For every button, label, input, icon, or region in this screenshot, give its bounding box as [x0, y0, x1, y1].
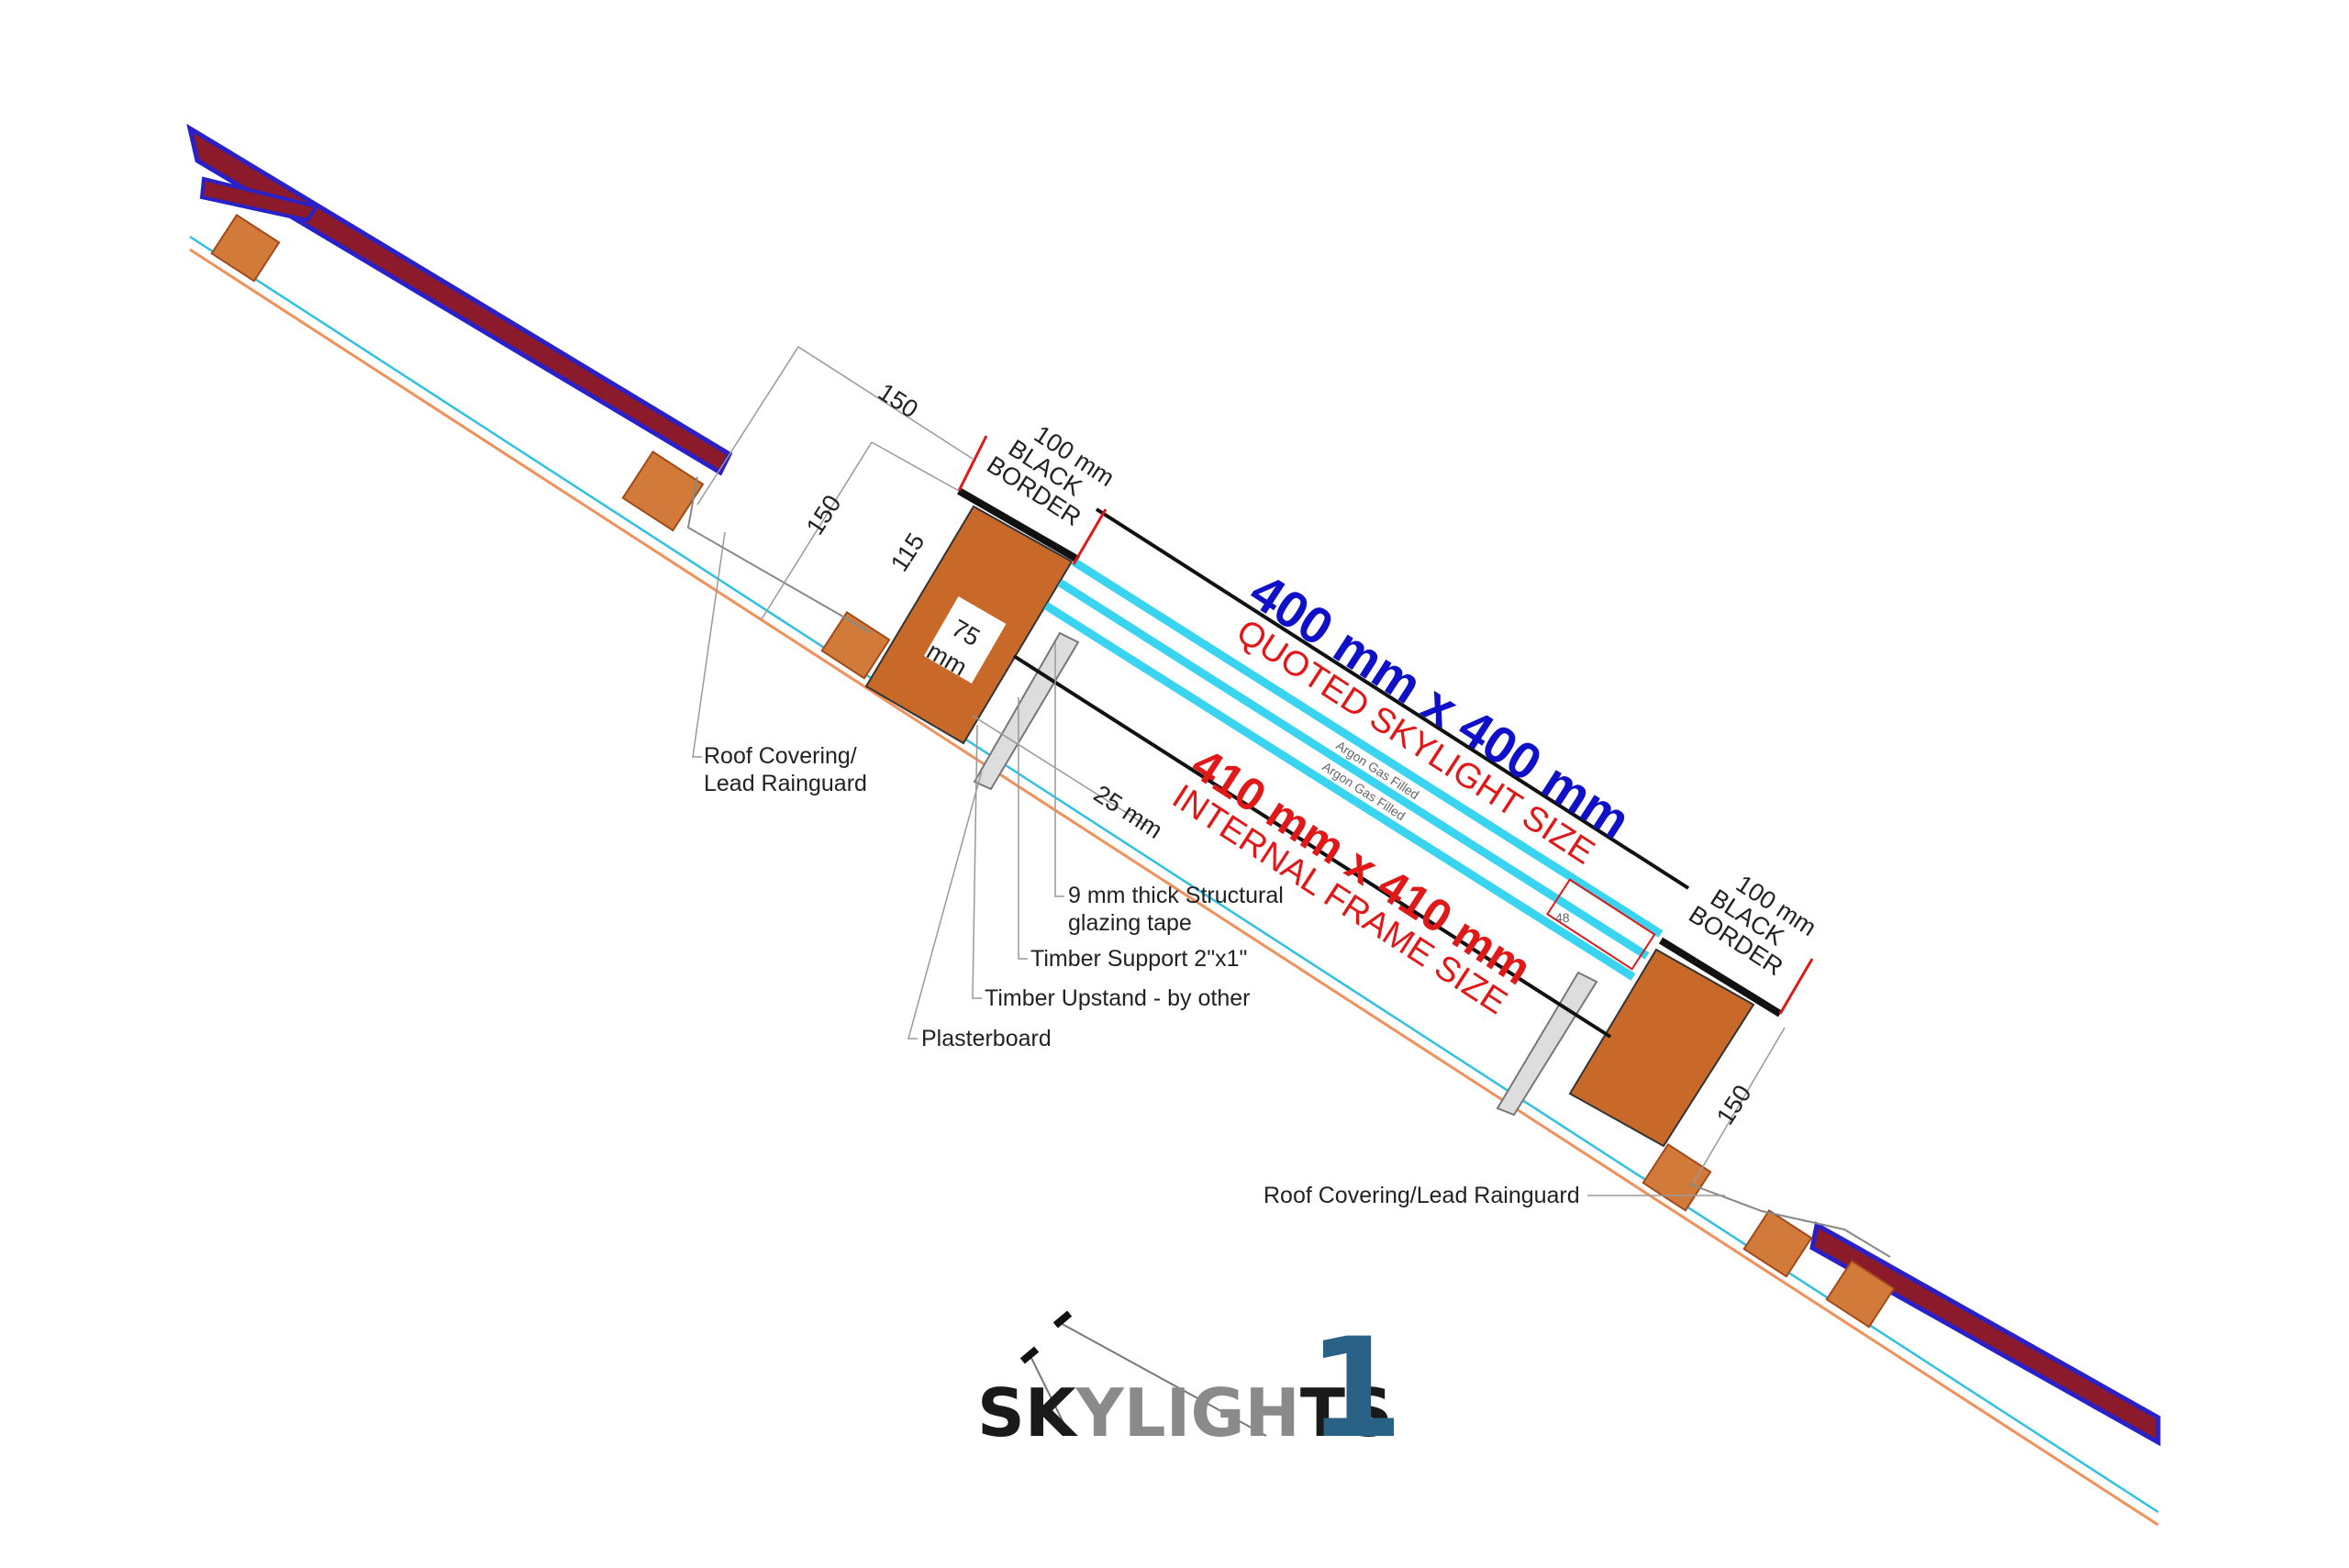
- logo-decor-line-2: [1056, 1320, 1267, 1437]
- black-border-left-label: 100 mm BLACK BORDER: [982, 420, 1119, 531]
- logo-text-dark-2: TS: [1300, 1374, 1393, 1451]
- glazing-tape-line-2: glazing tape: [1068, 910, 1192, 936]
- logo-text-grey: YLIGH: [1075, 1374, 1300, 1451]
- roof-covering-left-line-2: Lead Rainguard: [704, 771, 867, 796]
- thin-dimension-lines: [692, 345, 1786, 1196]
- dim-150-left-label: 150: [801, 490, 847, 539]
- glass-pane-1: [1071, 558, 1664, 938]
- leader-timber-support: [1018, 697, 1028, 960]
- plasterboard-right: [1496, 971, 1598, 1117]
- border-right-red-tick: [1778, 958, 1814, 1015]
- logo-text-dark-1: SK: [977, 1374, 1078, 1451]
- logo-number: 1: [1308, 1309, 1403, 1469]
- logo-decor-line-1: [1029, 1353, 1071, 1437]
- leader-roof-left: [692, 531, 726, 758]
- lower-roof-tiles: [1809, 1221, 2161, 1447]
- dim-150-left: [761, 441, 873, 620]
- roof-battens: [210, 213, 1896, 1329]
- lead-rainguard-right: [1687, 1183, 1891, 1258]
- glass-48-label: 48: [1555, 910, 1570, 925]
- glass-pane-2: [1057, 579, 1650, 960]
- plasterboard-left: [973, 631, 1080, 791]
- dim-150-top: [696, 345, 974, 506]
- timber-support-label: Timber Support 2"x1": [1030, 946, 1247, 972]
- roof-structure: [186, 123, 2161, 1527]
- leader-plasterboard: [907, 770, 983, 1040]
- leader-glazing-tape: [1054, 642, 1064, 897]
- batten: [1825, 1259, 1896, 1329]
- dim-115: [871, 441, 960, 492]
- dim-150-right: [1692, 1027, 1786, 1184]
- batten: [820, 610, 891, 680]
- logo-decor-dash-2: [1052, 1310, 1073, 1329]
- glass-units: [1043, 558, 1664, 981]
- glass-48-detail-box: [1545, 878, 1656, 971]
- dim-25mm: [972, 715, 1148, 827]
- upper-roof-tiles: [186, 123, 733, 476]
- roof-covering-left-line-1: Roof Covering/: [704, 743, 857, 769]
- dim-115-label: 115: [885, 528, 930, 576]
- lead-rainguard-left: [686, 476, 873, 634]
- dim-150-top-label: 150: [874, 378, 923, 424]
- right-timber-upstand: [1568, 948, 1755, 1148]
- upstand-75-label-box: [924, 595, 1007, 684]
- border-left-red-tick-2: [1072, 508, 1108, 565]
- timber-upstand-label: Timber Upstand - by other: [985, 985, 1250, 1011]
- dimension-lines: [957, 435, 1814, 1039]
- logo-decor-dash-1: [1019, 1346, 1040, 1364]
- leader-timber-upstand: [972, 724, 982, 999]
- left-frame: [864, 487, 1080, 791]
- plasterboard-label: Plasterboard: [921, 1026, 1052, 1051]
- right-frame: [1496, 878, 1783, 1148]
- batten: [1642, 1142, 1712, 1212]
- upper-ridge-tile: [199, 176, 320, 223]
- batten: [210, 213, 281, 283]
- logo-text: SKYLIGHTS: [977, 1374, 1393, 1451]
- glazing-tape-line-1: 9 mm thick Structural: [1068, 883, 1284, 908]
- roof-rafter-line: [189, 248, 2159, 1527]
- roof-covering-right-label: Roof Covering/Lead Rainguard: [1264, 1183, 1580, 1208]
- border-left-red-tick: [957, 435, 988, 492]
- glass-pane-3: [1043, 602, 1636, 981]
- black-border-right: [1658, 937, 1783, 1018]
- quoted-size-arrow: [1095, 507, 1690, 890]
- skylights1-logo: SKYLIGHTS 1: [977, 1309, 1403, 1469]
- black-border-left: [957, 487, 1080, 563]
- internal-size-arrow: [1012, 654, 1612, 1039]
- batten: [621, 450, 705, 532]
- batten: [1742, 1208, 1813, 1278]
- dim-25mm-label: 25 mm: [1089, 780, 1168, 844]
